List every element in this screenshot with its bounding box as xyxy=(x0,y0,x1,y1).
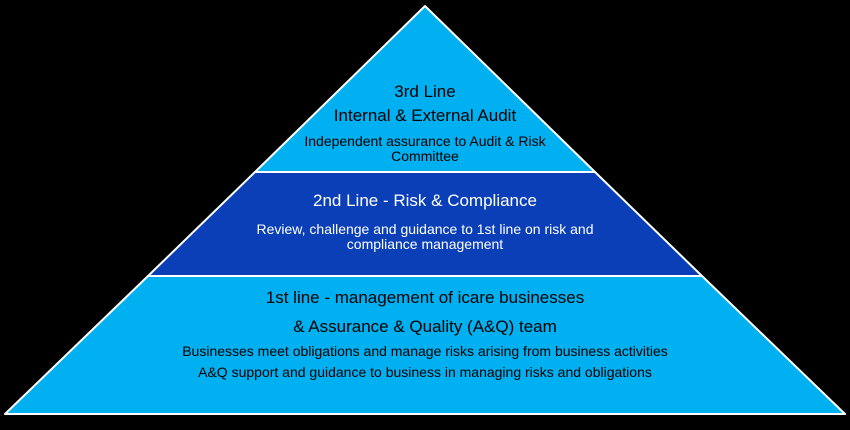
tier-1-text: 1st line - management of icare businesse… xyxy=(120,286,730,380)
tier-1-shape xyxy=(4,275,846,415)
tier-1-heading: & Assurance & Quality (A&Q) team xyxy=(293,317,557,336)
tier-3-heading: Internal & External Audit xyxy=(333,106,517,125)
tier-1-description-2: A&Q support and guidance to business in … xyxy=(198,364,652,380)
tier-3-title: 3rd Line xyxy=(394,82,456,101)
tier-1-description: Businesses meet obligations and manage r… xyxy=(182,343,668,359)
tier-1-title: 1st line - management of icare businesse… xyxy=(265,288,585,307)
tier-2-title: 2nd Line - Risk & Compliance xyxy=(313,191,537,210)
tier-2-text: 2nd Line - Risk & Compliance Review, cha… xyxy=(200,189,650,252)
tier-3-description: Independent assurance to Audit & Risk Co… xyxy=(304,133,546,164)
tier-2-description: Review, challenge and guidance to 1st li… xyxy=(256,221,594,252)
tier-3-text: 3rd Line Internal & External Audit Indep… xyxy=(250,80,600,164)
